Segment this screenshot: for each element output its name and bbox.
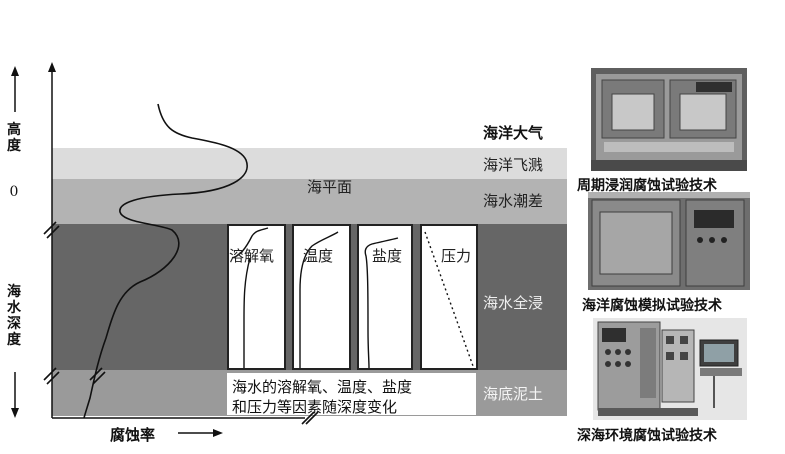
factor-box-temperature [292,224,351,370]
zero-level-label: 0 [9,184,19,200]
factor-label-pressure: 压力 [441,247,472,265]
technique-caption-marine-simulation: 海洋腐蚀模拟试验技术 [582,298,722,314]
mud-zone-label: 海底泥土 [483,385,544,403]
depth-axis-label: 海水深度 [7,284,21,348]
factor-box-salinity [357,224,413,370]
corrosion-rate-label: 腐蚀率 [110,426,156,444]
splash-zone-label: 海洋飞溅 [483,156,544,174]
factor-label-salinity: 盐度 [372,247,403,265]
axis-break-marks [43,221,319,425]
splash-zone-band [52,148,567,179]
corrosion-arrow-icon [213,429,223,437]
factor-label-oxygen: 溶解氧 [229,247,275,265]
technique-caption-cyclic-immersion: 周期浸润腐蚀试验技术 [577,178,717,194]
factor-note-line-2: 和压力等因素随深度变化 [232,398,398,416]
factor-note-box [227,373,476,415]
marine-simulation-chamber-photo [588,192,750,290]
vertical-axis-arrowhead [48,62,56,72]
atmosphere-zone-label: 海洋大气 [483,124,544,142]
factor-label-temperature: 温度 [303,247,334,265]
factor-box-pressure [420,224,478,370]
sea-level-label: 海平面 [307,178,353,196]
height-axis-label: 高度 [7,122,21,154]
deep-sea-test-console-photo [593,318,747,420]
oxygen-profile-line [231,227,269,368]
cyclic-immersion-chamber-photo [591,68,747,171]
corrosion-rate-curve [83,103,248,419]
depth-arrow-icon [11,408,19,418]
factor-box-oxygen [227,224,286,370]
factor-note-line-1: 海水的溶解氧、温度、盐度 [232,378,413,396]
temperature-profile-line [299,231,339,368]
pressure-profile-line [424,231,474,367]
salinity-profile-line [364,237,399,369]
immersion-zone-label: 海水全浸 [483,294,544,312]
tidal-zone-band [52,179,567,224]
technique-caption-deep-sea: 深海环境腐蚀试验技术 [577,428,717,444]
height-arrow-icon [11,66,19,76]
tidal-zone-label: 海水潮差 [483,192,544,210]
